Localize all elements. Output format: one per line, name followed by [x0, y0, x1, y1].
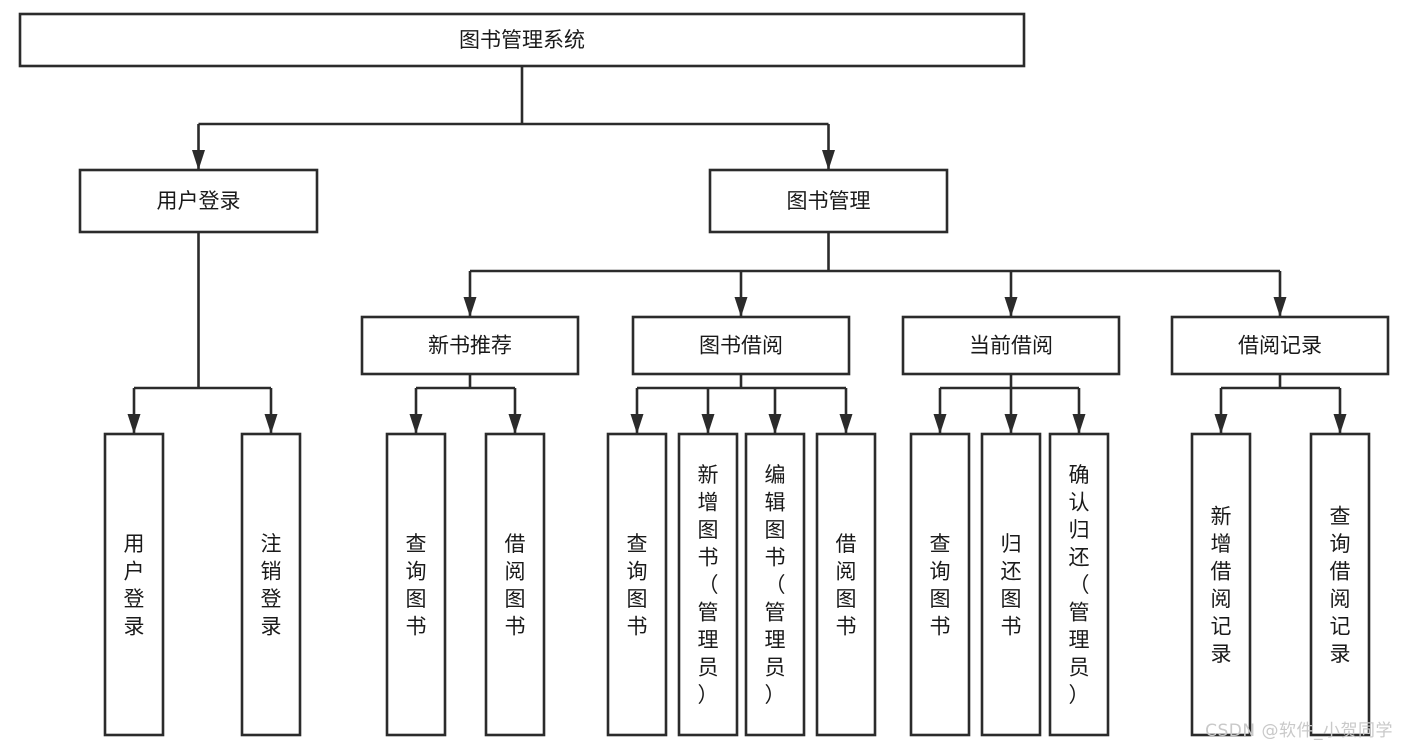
node-box — [708, 168, 949, 234]
node-box — [901, 315, 1121, 376]
edges-layer — [127, 66, 1347, 434]
node-box — [909, 432, 971, 737]
arrowhead-icon — [768, 414, 782, 434]
node-label: 查询图书 — [627, 532, 648, 639]
node-label: 新书推荐 — [428, 334, 512, 358]
node-root[interactable]: 图书管理系统 — [18, 12, 1026, 68]
arrowhead-icon — [127, 414, 141, 434]
arrowhead-icon — [409, 414, 423, 434]
arrowhead-icon — [839, 414, 853, 434]
node-label: 新增借阅记录 — [1211, 504, 1232, 666]
node-leaf-add-book-admin[interactable]: 新增图书（管理员） — [677, 432, 739, 737]
node-label: 新增图书（管理员） — [698, 463, 719, 707]
node-label: 查询图书 — [930, 532, 951, 639]
arrowhead-icon — [822, 150, 835, 170]
node-label: 确认归还（管理员） — [1069, 463, 1090, 707]
node-leaf-borrow-book-2[interactable]: 借阅图书 — [815, 432, 877, 737]
arrowhead-icon — [264, 414, 278, 434]
node-current-borrow[interactable]: 当前借阅 — [901, 315, 1121, 376]
node-label: 查询图书 — [406, 532, 427, 639]
arrowhead-icon — [933, 414, 947, 434]
arrowhead-icon — [1214, 414, 1228, 434]
node-box — [815, 432, 877, 737]
node-leaf-borrow-book-1[interactable]: 借阅图书 — [484, 432, 546, 737]
edge-group-current-borrow — [933, 374, 1086, 434]
node-book-borrow[interactable]: 图书借阅 — [631, 315, 851, 376]
arrowhead-icon — [508, 414, 522, 434]
node-box — [360, 315, 580, 376]
node-label: 图书借阅 — [699, 334, 783, 358]
node-box — [1048, 432, 1110, 737]
node-box — [240, 432, 302, 737]
edge-group-new-book-recommend — [409, 374, 522, 434]
node-label: 借阅记录 — [1238, 334, 1322, 358]
node-book-manage[interactable]: 图书管理 — [708, 168, 949, 234]
arrowhead-icon — [192, 150, 205, 170]
node-new-book-recommend[interactable]: 新书推荐 — [360, 315, 580, 376]
node-box — [385, 432, 447, 737]
node-label: 图书管理系统 — [459, 28, 585, 52]
arrowhead-icon — [1333, 414, 1347, 434]
node-box — [1190, 432, 1252, 737]
arrowhead-icon — [734, 297, 748, 317]
node-leaf-query-book-1[interactable]: 查询图书 — [385, 432, 447, 737]
nodes-layer: 图书管理系统用户登录图书管理新书推荐图书借阅当前借阅借阅记录用户登录注销登录查询… — [18, 12, 1390, 737]
node-leaf-user-logout[interactable]: 注销登录 — [240, 432, 302, 737]
node-leaf-user-login[interactable]: 用户登录 — [103, 432, 165, 737]
node-box — [606, 432, 668, 737]
node-leaf-query-borrow-record[interactable]: 查询借阅记录 — [1309, 432, 1371, 737]
arrowhead-icon — [701, 414, 715, 434]
node-label: 当前借阅 — [969, 334, 1053, 358]
edge-group-root — [192, 66, 835, 170]
edge-group-book-borrow — [630, 374, 853, 434]
arrowhead-icon — [1004, 414, 1018, 434]
node-label: 图书管理 — [787, 189, 871, 213]
edge-group-borrow-record — [1214, 374, 1347, 434]
node-box — [631, 315, 851, 376]
node-box — [1309, 432, 1371, 737]
arrowhead-icon — [1004, 297, 1018, 317]
node-leaf-query-book-2[interactable]: 查询图书 — [606, 432, 668, 737]
arrowhead-icon — [1072, 414, 1086, 434]
node-label: 用户登录 — [157, 189, 241, 213]
node-borrow-record[interactable]: 借阅记录 — [1170, 315, 1390, 376]
arrowhead-icon — [463, 297, 477, 317]
node-box — [18, 12, 1026, 68]
node-box — [744, 432, 806, 737]
node-user-login[interactable]: 用户登录 — [78, 168, 319, 234]
node-leaf-add-borrow-record[interactable]: 新增借阅记录 — [1190, 432, 1252, 737]
node-label: 借阅图书 — [505, 532, 526, 639]
node-box — [78, 168, 319, 234]
node-label: 用户登录 — [124, 532, 145, 639]
node-box — [1170, 315, 1390, 376]
node-label: 归还图书 — [1001, 532, 1022, 639]
node-box — [980, 432, 1042, 737]
arrowhead-icon — [1273, 297, 1287, 317]
node-leaf-query-book-3[interactable]: 查询图书 — [909, 432, 971, 737]
node-leaf-return-book[interactable]: 归还图书 — [980, 432, 1042, 737]
node-label: 借阅图书 — [836, 532, 857, 639]
node-box — [103, 432, 165, 737]
node-label: 查询借阅记录 — [1330, 504, 1351, 666]
node-box — [484, 432, 546, 737]
arrowhead-icon — [630, 414, 644, 434]
node-leaf-confirm-return-admin[interactable]: 确认归还（管理员） — [1048, 432, 1110, 737]
csdn-watermark: CSDN @软件_小贺同学 — [1205, 721, 1393, 741]
node-leaf-edit-book-admin[interactable]: 编辑图书（管理员） — [744, 432, 806, 737]
node-box — [677, 432, 739, 737]
node-label: 注销登录 — [261, 532, 282, 639]
node-label: 编辑图书（管理员） — [765, 463, 786, 707]
edge-group-user-login — [127, 232, 278, 434]
edge-group-book-manage — [463, 232, 1287, 317]
